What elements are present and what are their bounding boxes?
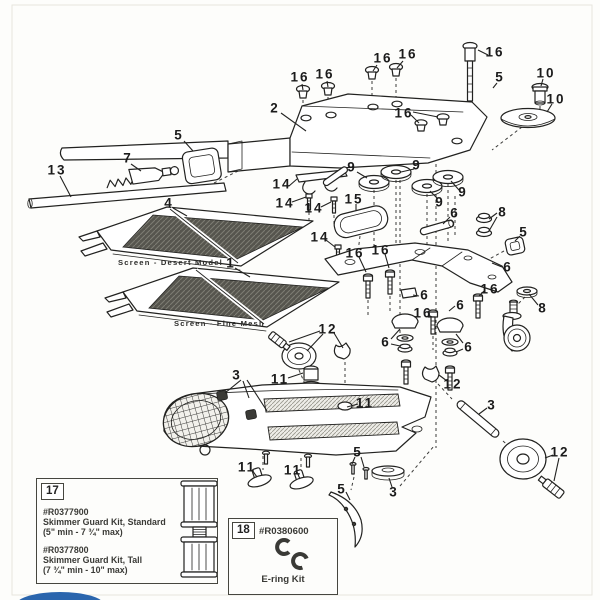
pin-part-6 xyxy=(322,166,455,236)
callout-9: 9 xyxy=(347,159,357,175)
brand-logo-partial xyxy=(16,592,104,600)
callout-3: 3 xyxy=(232,367,242,383)
callout-10: 10 xyxy=(546,91,566,107)
kit-box-17-number: 17 xyxy=(41,483,64,500)
callout-8: 8 xyxy=(498,204,508,220)
dome-part-10 xyxy=(500,107,556,129)
callout-3: 3 xyxy=(487,397,497,413)
duct-seal-part-5 xyxy=(181,147,222,185)
callout-13: 13 xyxy=(47,162,67,178)
square-cap-part-5 xyxy=(504,236,526,256)
scan-edge xyxy=(11,4,593,596)
callout-6: 6 xyxy=(381,334,391,350)
callout-11: 11 xyxy=(355,395,375,411)
screen-desert-part-4 xyxy=(78,206,314,271)
callout-6: 6 xyxy=(456,297,466,313)
callout-16: 16 xyxy=(398,46,418,62)
callout-14: 14 xyxy=(272,176,292,192)
blade-part-5 xyxy=(328,461,370,548)
callout-9: 9 xyxy=(412,157,422,173)
kit-17-part-number-2: #R0377800 xyxy=(43,545,89,555)
caster-wheel-part-8 xyxy=(502,299,531,352)
callout-16: 16 xyxy=(345,245,365,261)
callout-5: 5 xyxy=(337,481,347,497)
kit-18-part-number: #R0380600 xyxy=(259,526,309,537)
callout-16: 16 xyxy=(373,50,393,66)
callout-10: 10 xyxy=(536,65,556,81)
callout-16: 16 xyxy=(371,242,391,258)
bolt-part-12-mid xyxy=(268,331,291,351)
callout-9: 9 xyxy=(458,184,468,200)
washers-part-9 xyxy=(358,164,464,196)
tube-part-13 xyxy=(27,182,227,209)
callout-12: 12 xyxy=(443,376,463,392)
clamp-part-12-upper xyxy=(421,365,440,383)
kit-17-part-number-1: #R0377900 xyxy=(43,507,89,517)
nuts-part-8 xyxy=(475,212,538,298)
wheel-part-12-mid xyxy=(281,342,317,370)
main-body-part xyxy=(162,382,432,456)
callout-16: 16 xyxy=(485,44,505,60)
kit-box-17: 17 #R0377900 Skimmer Guard Kit, Standard… xyxy=(36,478,218,584)
callout-9: 9 xyxy=(435,194,445,210)
wheel-part-12-right xyxy=(499,438,547,480)
callout-6: 6 xyxy=(503,259,513,275)
kit-17-name-1: Skimmer Guard Kit, Standard xyxy=(43,517,166,527)
callout-5: 5 xyxy=(495,69,505,85)
callout-6: 6 xyxy=(450,205,460,221)
callout-5: 5 xyxy=(519,224,529,240)
feet-part-11 xyxy=(247,450,314,490)
screen-desert-caption: Screen - Desert Model xyxy=(118,258,223,267)
callout-16: 16 xyxy=(290,69,310,85)
screen-finemesh-part-1 xyxy=(104,267,340,332)
callout-11: 11 xyxy=(283,462,303,478)
callout-12: 12 xyxy=(318,321,338,337)
hex-screws-part-16 xyxy=(362,269,484,391)
callout-7: 7 xyxy=(123,150,133,166)
support-arm-part xyxy=(324,242,513,293)
callout-6: 6 xyxy=(420,287,430,303)
callout-16: 16 xyxy=(315,66,335,82)
spring-fitting-part-7 xyxy=(106,166,180,189)
kit-17-name-2: Skimmer Guard Kit, Tall xyxy=(43,555,143,565)
callout-16: 16 xyxy=(413,305,433,321)
kit-box-18: 18 #R0380600 E-ring Kit xyxy=(228,518,338,595)
screen-finemesh-caption: Screen - Fine Mesh xyxy=(174,319,265,328)
callout-16: 16 xyxy=(394,105,414,121)
callout-12: 12 xyxy=(550,444,570,460)
long-screw-part-16 xyxy=(462,41,478,102)
kit-17-range-2: (7 ¾" min - 10" max) xyxy=(43,565,128,575)
bolt-part-12-right xyxy=(537,475,565,499)
kit-box-18-number: 18 xyxy=(232,522,255,539)
callout-5: 5 xyxy=(174,127,184,143)
callout-11: 11 xyxy=(237,459,257,475)
callout-4: 4 xyxy=(164,195,174,211)
callout-6: 6 xyxy=(464,339,474,355)
callout-15: 15 xyxy=(344,191,364,207)
callout-14: 14 xyxy=(275,195,295,211)
kit-17-range-1: (5" min - 7 ¾" max) xyxy=(43,527,123,537)
plate-part-15 xyxy=(333,205,389,239)
plug-part-10 xyxy=(531,82,549,106)
callout-leader-lines xyxy=(59,49,560,501)
callout-14: 14 xyxy=(310,229,330,245)
pad-part-3 xyxy=(371,465,405,481)
axle-part-3 xyxy=(456,400,500,438)
callout-2: 2 xyxy=(270,100,280,116)
callout-3: 3 xyxy=(389,484,399,500)
e-ring-icon xyxy=(275,538,309,571)
kit-18-name: E-ring Kit xyxy=(261,574,305,585)
callout-1: 1 xyxy=(226,255,236,271)
callout-14: 14 xyxy=(304,200,324,216)
callout-16: 16 xyxy=(480,281,500,297)
callout-11: 11 xyxy=(270,371,290,387)
clamp-part-12-mid xyxy=(333,342,351,360)
callout-5: 5 xyxy=(353,444,363,460)
callout-8: 8 xyxy=(538,300,548,316)
pad-stacks-part-6 xyxy=(391,287,464,357)
